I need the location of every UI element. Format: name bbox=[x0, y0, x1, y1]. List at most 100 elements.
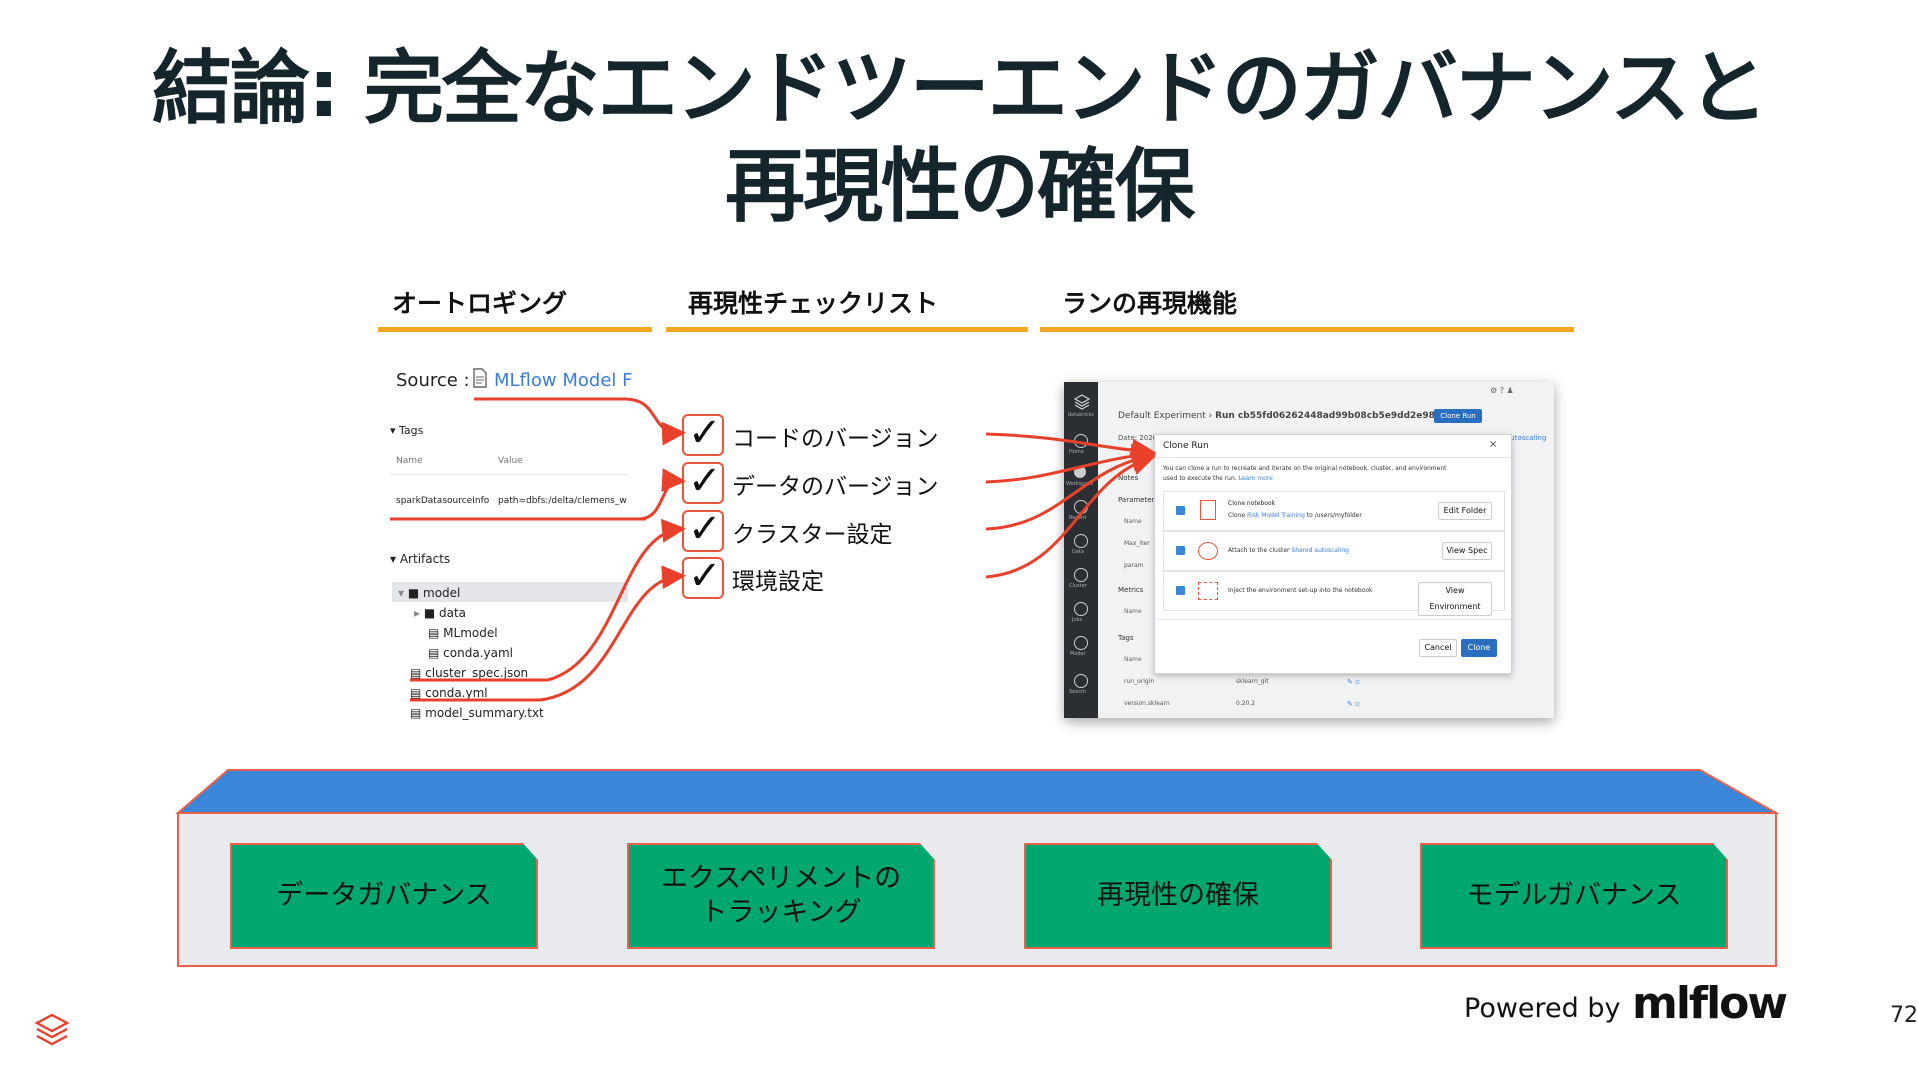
data-icon[interactable] bbox=[1074, 534, 1088, 548]
edit-icon[interactable]: ✎ ▫ bbox=[1347, 678, 1360, 686]
chevron-right-icon: › bbox=[1208, 411, 1216, 421]
check-mark-icon: ✓ bbox=[688, 553, 722, 599]
option-attach-cluster: Attach to the cluster Shared autoscaling… bbox=[1163, 531, 1505, 571]
breadcrumb-experiment[interactable]: Default Experiment bbox=[1118, 411, 1206, 421]
edit-icon[interactable]: ✎ ▫ bbox=[1347, 700, 1360, 708]
mlflow-logo: mlflow bbox=[1632, 978, 1788, 1029]
checkbox-cluster-config: ✓ bbox=[682, 506, 724, 552]
source-link[interactable]: MLflow Model F bbox=[494, 370, 633, 391]
option-checkbox[interactable] bbox=[1176, 586, 1185, 595]
tree-item-cluster-spec[interactable]: ▤ cluster_spec.json bbox=[410, 666, 528, 680]
check-mark-icon: ✓ bbox=[688, 458, 722, 504]
cluster-icon bbox=[1198, 542, 1218, 560]
check-mark-icon: ✓ bbox=[688, 410, 722, 456]
databricks-run-panel: databricks Home Workspace Recent Data Cl… bbox=[1064, 382, 1554, 718]
box-model-governance: モデルガバナンス bbox=[1420, 843, 1728, 949]
option-checkbox[interactable] bbox=[1176, 546, 1185, 555]
param-row-param: param bbox=[1124, 562, 1144, 569]
search-icon[interactable] bbox=[1074, 674, 1088, 688]
option-desc-tail: to /users/myfolder bbox=[1306, 512, 1362, 519]
jobs-icon[interactable] bbox=[1074, 602, 1088, 616]
caret-down-icon: ▾ bbox=[390, 424, 400, 437]
tree-item-model[interactable]: ▾ ■ model bbox=[398, 586, 460, 600]
tree-label: cluster_spec.json bbox=[425, 666, 529, 680]
option-desc-text: Clone bbox=[1228, 512, 1246, 519]
slide-title: 結論: 完全なエンドツーエンドのガバナンスと 再現性の確保 bbox=[0, 40, 1918, 236]
clone-run-modal: Clone Run × You can clone a run to recre… bbox=[1154, 434, 1512, 674]
notebook-icon bbox=[1200, 500, 1216, 520]
modal-desc-line2: used to execute the run. Learn more bbox=[1163, 475, 1273, 482]
tag-value: path=dbfs:/delta/clemens_w bbox=[498, 496, 627, 506]
title-line-2: 再現性の確保 bbox=[725, 140, 1195, 233]
tag-name: sparkDatasourceInfo bbox=[396, 496, 490, 506]
section-checklist: 再現性チェックリスト bbox=[688, 289, 939, 318]
file-icon: ▤ bbox=[410, 666, 426, 680]
caret-right-icon: ▸ bbox=[414, 606, 424, 620]
tree-item-model-summary[interactable]: ▤ model_summary.txt bbox=[410, 706, 544, 720]
box-data-governance: データガバナンス bbox=[230, 843, 538, 949]
param-row-name: Name bbox=[1124, 518, 1142, 525]
top-icons[interactable]: ⚙ ? ♟ bbox=[1490, 386, 1514, 395]
option-checkbox[interactable] bbox=[1176, 506, 1185, 515]
section-tags[interactable]: Tags bbox=[1118, 634, 1134, 642]
view-spec-button[interactable]: View Spec bbox=[1442, 542, 1492, 560]
tree-label: conda.yaml bbox=[443, 646, 513, 660]
learn-more-link[interactable]: Learn more bbox=[1238, 475, 1273, 482]
file-icon: ▤ bbox=[410, 706, 426, 720]
file-icon: ▤ bbox=[428, 626, 444, 640]
breadcrumb-run-id: Run cb55fd06262448ad99b08cb5e9dd2e98 bbox=[1215, 411, 1435, 421]
modal-divider bbox=[1155, 457, 1511, 458]
clone-button[interactable]: Clone bbox=[1461, 639, 1497, 657]
model-icon[interactable] bbox=[1074, 636, 1088, 650]
modal-desc-text: used to execute the run. bbox=[1163, 475, 1237, 482]
tree-item-conda-yaml[interactable]: ▤ conda.yaml bbox=[428, 646, 513, 660]
box-experiment-tracking: エクスペリメントのトラッキング bbox=[627, 843, 935, 949]
checklist-item-cluster: クラスター設定 bbox=[732, 522, 893, 548]
tree-item-mlmodel[interactable]: ▤ MLmodel bbox=[428, 626, 498, 640]
date-label: Date: 2020 bbox=[1118, 434, 1158, 442]
nav-data: Data bbox=[1072, 549, 1084, 555]
tree-label: data bbox=[439, 606, 467, 620]
modal-desc-line1: You can clone a run to recreate and iter… bbox=[1163, 465, 1447, 472]
edit-folder-button[interactable]: Edit Folder bbox=[1438, 502, 1492, 520]
notebook-link[interactable]: Risk Model Training bbox=[1246, 512, 1305, 519]
section-notes[interactable]: Notes bbox=[1118, 474, 1139, 482]
nav-workspace: Workspace bbox=[1066, 481, 1094, 487]
option-title: Clone notebook bbox=[1228, 500, 1276, 507]
powered-by-label: Powered by bbox=[1464, 993, 1621, 1024]
section-autologging: オートロギング bbox=[392, 289, 568, 318]
caret-down-icon: ▾ bbox=[390, 552, 400, 566]
checkbox-data-version: ✓ bbox=[682, 458, 724, 504]
section-metrics[interactable]: Metrics bbox=[1118, 586, 1144, 594]
tags-header[interactable]: ▾ Tags bbox=[390, 424, 423, 437]
clone-run-button[interactable]: Clone Run bbox=[1434, 409, 1482, 423]
mlflow-brand-text: mlflow bbox=[1632, 978, 1788, 1029]
title-line-1: 結論: 完全なエンドツーエンドのガバナンスと bbox=[151, 42, 1768, 135]
cluster-icon[interactable] bbox=[1074, 568, 1088, 582]
param-row-maxiter: Max_iter bbox=[1124, 540, 1150, 547]
tree-item-conda-yml[interactable]: ▤ conda.yml bbox=[410, 686, 488, 700]
tree-selected-row bbox=[392, 582, 628, 602]
option-inject-environment: Inject the environment set-up into the n… bbox=[1163, 571, 1505, 616]
modal-title: Clone Run bbox=[1163, 441, 1209, 451]
mlflow-run-panel: Source : MLflow Model F ▾ Tags Name Valu… bbox=[390, 350, 632, 748]
section-parameters[interactable]: Parameters bbox=[1118, 496, 1159, 504]
option-desc: Inject the environment set-up into the n… bbox=[1228, 587, 1373, 594]
view-environment-button[interactable]: View Environment bbox=[1418, 582, 1492, 616]
artifacts-header[interactable]: ▾ Artifacts bbox=[390, 552, 450, 566]
option-clone-notebook: Clone notebook Clone Risk Model Training… bbox=[1163, 491, 1505, 531]
close-icon[interactable]: × bbox=[1489, 439, 1498, 450]
platform-top bbox=[175, 769, 1780, 814]
checklist-item-data: データのバージョン bbox=[732, 474, 939, 500]
tags-divider bbox=[390, 474, 628, 475]
option-desc: Clone Risk Model Training to /users/myfo… bbox=[1228, 512, 1362, 519]
tree-label: MLmodel bbox=[443, 626, 498, 640]
nav-search: Search bbox=[1069, 689, 1087, 695]
autoscaling-link[interactable]: autoscaling bbox=[1506, 434, 1547, 442]
cancel-button[interactable]: Cancel bbox=[1419, 639, 1457, 657]
modal-footer-divider bbox=[1155, 619, 1511, 620]
tree-label: model_summary.txt bbox=[425, 706, 544, 720]
cluster-link[interactable]: Shared autoscaling bbox=[1291, 547, 1349, 554]
tree-item-data[interactable]: ▸ ■ data bbox=[414, 606, 466, 620]
checklist-item-env: 環境設定 bbox=[732, 569, 824, 595]
